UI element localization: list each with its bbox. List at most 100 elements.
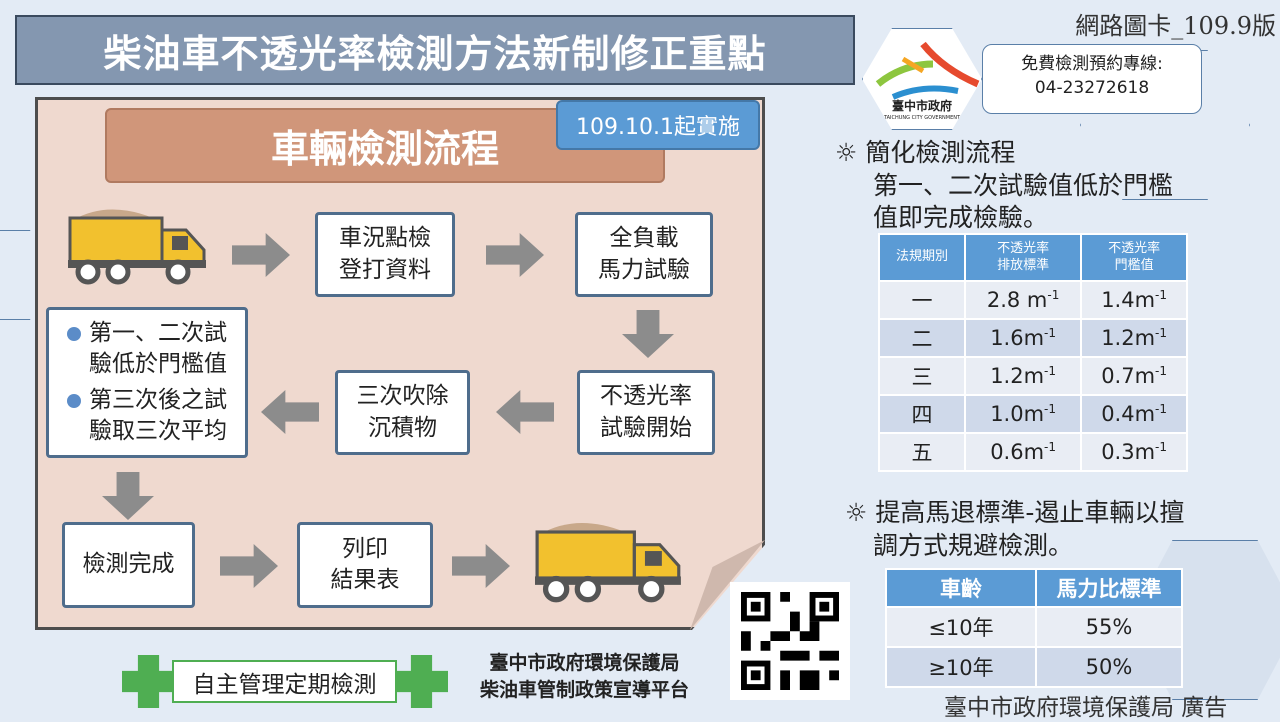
table-cell: 55% bbox=[1035, 606, 1183, 648]
step-vehicle-check: 車況點檢登打資料 bbox=[315, 212, 455, 297]
rule-text: 第三次後之試 bbox=[89, 386, 227, 413]
rule-text: 驗低於門檻值 bbox=[89, 351, 227, 378]
table-cell: 三 bbox=[878, 356, 966, 396]
column-header: 法規期別 bbox=[878, 233, 966, 282]
step-text: 列印 bbox=[342, 535, 388, 562]
section-text: 調方式規避檢測。 bbox=[873, 530, 1074, 560]
unit-exponent: -1 bbox=[1155, 364, 1168, 378]
table-cell: 1.4m-1 bbox=[1080, 280, 1188, 320]
sun-icon: ☼ bbox=[835, 138, 858, 167]
cell-value: 一 bbox=[911, 289, 933, 313]
dump-truck-icon bbox=[535, 523, 681, 603]
page-title: 柴油車不透光率檢測方法新制修正重點 bbox=[15, 15, 855, 85]
logo-en: TAICHUNG CITY GOVERNMENT bbox=[883, 115, 961, 121]
step-text: 車況點檢 bbox=[339, 225, 431, 252]
cell-value: 四 bbox=[911, 403, 933, 427]
sun-icon: ☼ bbox=[845, 498, 868, 527]
cell-value: 0.3m bbox=[1101, 440, 1156, 464]
table-header-row: 車齡馬力比標準 bbox=[885, 568, 1183, 608]
step-done: 檢測完成 bbox=[62, 522, 195, 608]
rule-text: 第一、二次試 bbox=[89, 320, 227, 347]
bullet-icon bbox=[67, 393, 81, 408]
cell-value: 二 bbox=[911, 327, 933, 351]
test-rules-box: 第一、二次試驗低於門檻值 第三次後之試驗取三次平均 bbox=[46, 307, 248, 458]
cell-value: 1.6m bbox=[990, 326, 1045, 350]
section-text: 第一、二次試驗值低於門檻 bbox=[873, 170, 1174, 200]
cell-value: 1.0m bbox=[990, 402, 1045, 426]
org-name: 臺中市政府環境保護局 bbox=[489, 652, 680, 674]
unit-exponent: -1 bbox=[1044, 364, 1057, 378]
unit-exponent: -1 bbox=[1155, 440, 1168, 454]
cell-value: 1.2m bbox=[990, 364, 1045, 388]
ad-credit: 臺中市政府環境保護局 廣告 bbox=[944, 695, 1228, 721]
cell-value: 0.6m bbox=[990, 440, 1045, 464]
step-text: 馬力試驗 bbox=[598, 256, 690, 283]
effective-date-badge: 109.10.1起實施 bbox=[556, 100, 760, 150]
unit-exponent: -1 bbox=[1044, 440, 1057, 454]
rule-item: 第三次後之試驗取三次平均 bbox=[67, 385, 227, 447]
qr-code-icon bbox=[741, 592, 839, 690]
table-cell: 1.2m-1 bbox=[1080, 318, 1188, 358]
org-text: 臺中市政府環境保護局柴油車管制政策宣導平台 bbox=[462, 650, 707, 703]
table-cell: ≤10年 bbox=[885, 606, 1037, 648]
step-text: 全負載 bbox=[609, 225, 679, 252]
table-cell: 1.6m-1 bbox=[963, 318, 1083, 358]
table-cell: 0.7m-1 bbox=[1080, 356, 1188, 396]
green-cross-icon bbox=[122, 655, 175, 708]
bullet-icon bbox=[67, 327, 81, 342]
rule-item: 第一、二次試驗低於門檻值 bbox=[67, 318, 227, 380]
table-cell: 0.4m-1 bbox=[1080, 394, 1188, 434]
section-title: 提高馬退標準-遏止車輛以擅 bbox=[875, 498, 1185, 527]
unit-exponent: -1 bbox=[1155, 288, 1168, 302]
column-header: 車齡 bbox=[885, 568, 1037, 608]
cell-value: 三 bbox=[911, 365, 933, 389]
qr-code[interactable] bbox=[730, 582, 850, 700]
table-cell: ≥10年 bbox=[885, 646, 1037, 688]
step-text: 試驗開始 bbox=[600, 414, 692, 441]
table-cell: 1.0m-1 bbox=[963, 394, 1083, 434]
column-header: 馬力比標準 bbox=[1035, 568, 1183, 608]
cell-value: 0.7m bbox=[1101, 364, 1156, 388]
table-cell: 二 bbox=[878, 318, 966, 358]
step-opacity-test: 不透光率試驗開始 bbox=[577, 370, 715, 455]
unit-exponent: -1 bbox=[1155, 326, 1168, 340]
cell-value: 1.2m bbox=[1101, 326, 1156, 350]
table-cell: 一 bbox=[878, 280, 966, 320]
cell-value: 2.8 m bbox=[986, 288, 1048, 312]
hotline-number: 04-23272618 bbox=[1034, 77, 1150, 98]
taichung-logo: 臺中市政府 TAICHUNG CITY GOVERNMENT bbox=[862, 28, 982, 130]
self-management-label: 自主管理定期檢測 bbox=[172, 660, 397, 703]
unit-exponent: -1 bbox=[1044, 402, 1057, 416]
table-cell: 50% bbox=[1035, 646, 1183, 688]
cell-value: 五 bbox=[911, 441, 933, 465]
table-cell: 四 bbox=[878, 394, 966, 434]
logo-text: 臺中市政府 bbox=[891, 99, 952, 113]
cell-value: 1.4m bbox=[1101, 288, 1156, 312]
hotline-box: 免費檢測預約專線: 04-23272618 bbox=[982, 44, 1202, 114]
table-cell: 0.6m-1 bbox=[963, 432, 1083, 472]
platform-name: 柴油車管制政策宣導平台 bbox=[479, 678, 689, 701]
section-title: 簡化檢測流程 bbox=[865, 138, 1016, 167]
table-cell: 2.8 m-1 bbox=[963, 280, 1083, 320]
section-simplified: ☼ 簡化檢測流程 第一、二次試驗值低於門檻 值即完成檢驗。 bbox=[835, 137, 1173, 235]
green-cross-icon bbox=[395, 655, 448, 708]
column-header: 不透光率 排放標準 bbox=[963, 233, 1083, 282]
unit-exponent: -1 bbox=[1044, 326, 1057, 340]
table-cell: 1.2m-1 bbox=[963, 356, 1083, 396]
hotline-label: 免費檢測預約專線: bbox=[1021, 54, 1163, 74]
unit-exponent: -1 bbox=[1047, 288, 1060, 302]
table-header-row: 法規期別不透光率 排放標準不透光率 門檻值 bbox=[878, 233, 1188, 282]
section-text: 值即完成檢驗。 bbox=[873, 203, 1049, 232]
version-label: 網路圖卡_109.9版 bbox=[1075, 12, 1276, 40]
step-print: 列印結果表 bbox=[297, 522, 433, 608]
unit-exponent: -1 bbox=[1155, 402, 1168, 416]
